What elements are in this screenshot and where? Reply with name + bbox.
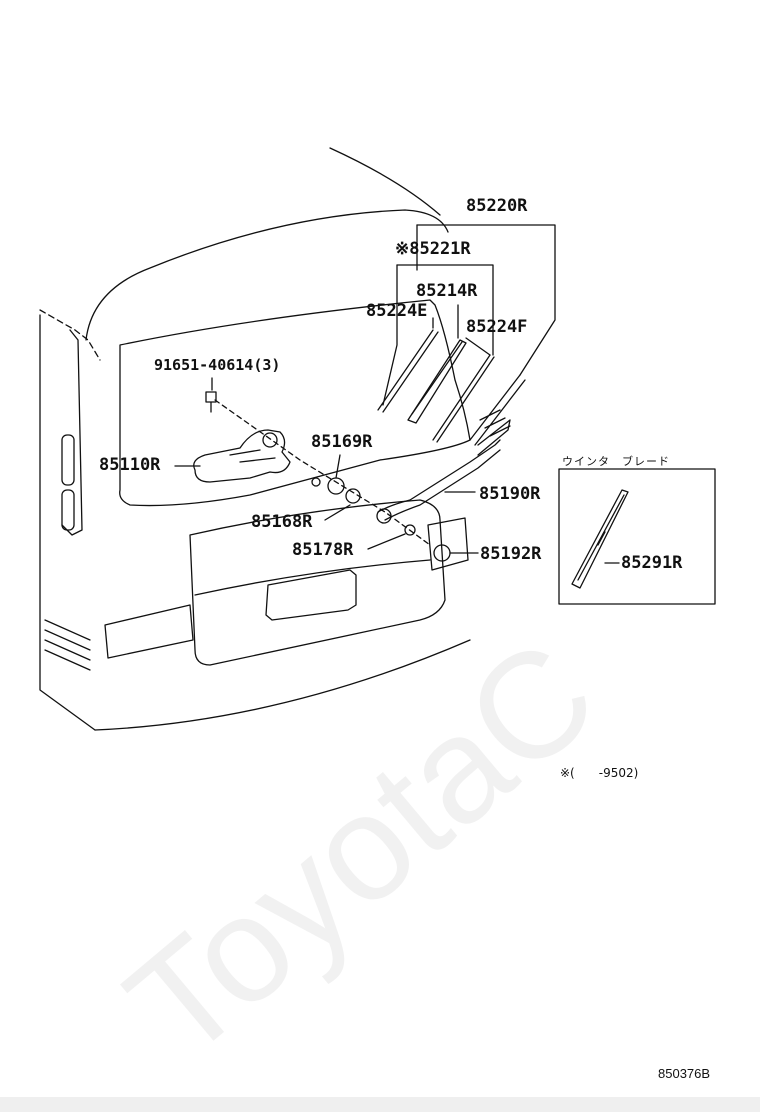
bracket-85221R-left bbox=[382, 264, 398, 406]
wiper-motor-detail bbox=[229, 449, 276, 463]
bolt-icon bbox=[205, 391, 217, 413]
wiper-arm-tip bbox=[477, 419, 511, 456]
side-marker-1 bbox=[61, 434, 75, 486]
leader-85169R bbox=[335, 454, 341, 479]
label-85214R: 85214R bbox=[416, 281, 478, 301]
vehicle-rear-pillar bbox=[61, 329, 83, 536]
label-85190R: 85190R bbox=[479, 484, 541, 504]
license-plate-lamp bbox=[265, 569, 357, 621]
vehicle-roof-edge bbox=[329, 147, 441, 216]
washer-85168R bbox=[345, 488, 361, 504]
inset-title: ウインタ ブレード bbox=[562, 455, 670, 468]
label-85192R: 85192R bbox=[480, 544, 542, 564]
mounting-axis bbox=[214, 399, 431, 546]
label-85224F: 85224F bbox=[466, 317, 528, 337]
leader-85224F bbox=[465, 337, 491, 356]
winter-blade-inset bbox=[558, 468, 716, 605]
blade-85224F bbox=[432, 354, 495, 443]
label-85110R: 85110R bbox=[99, 455, 161, 475]
label-85178R: 85178R bbox=[292, 540, 354, 560]
side-marker-2 bbox=[61, 489, 75, 531]
blade-85220R-assembly bbox=[469, 374, 526, 446]
wiper-motor bbox=[193, 429, 291, 483]
label-85169R: 85169R bbox=[311, 432, 373, 452]
footnote: ※( -9502) bbox=[560, 766, 639, 780]
label-85224E: 85224E bbox=[366, 301, 428, 321]
rear-light-right bbox=[427, 517, 469, 571]
wiper-arm-head bbox=[376, 508, 392, 524]
winter-blade bbox=[571, 489, 629, 589]
rear-light-left bbox=[104, 604, 194, 659]
bottom-bar bbox=[0, 1097, 760, 1112]
figure-id: 850376B bbox=[658, 1066, 711, 1081]
label-85220R: 85220R bbox=[466, 196, 528, 216]
license-plate-recess bbox=[194, 559, 431, 596]
label-85168R: 85168R bbox=[251, 512, 313, 532]
blade-85214R-inner bbox=[411, 341, 463, 415]
blade-85224E bbox=[377, 329, 439, 413]
vehicle-lower-body bbox=[94, 639, 471, 731]
cap-85178R bbox=[404, 524, 416, 536]
side-vents bbox=[44, 619, 91, 671]
seal-small bbox=[311, 477, 321, 487]
rear-window bbox=[119, 299, 471, 507]
leader-85178R bbox=[367, 533, 406, 550]
blade-85214R bbox=[407, 339, 467, 424]
label-85221R: ※85221R bbox=[395, 239, 471, 259]
label-91651-40614: 91651-40614(3) bbox=[154, 356, 281, 374]
vehicle-roof-line bbox=[85, 209, 449, 341]
tailgate-panel bbox=[189, 499, 446, 666]
bracket-85221R bbox=[396, 264, 494, 356]
bracket-85220R bbox=[416, 224, 556, 376]
label-85291R: 85291R bbox=[621, 553, 683, 573]
leader-85168R bbox=[324, 504, 351, 521]
wiper-motor-shaft bbox=[262, 432, 278, 448]
vehicle-side-panel bbox=[39, 314, 96, 731]
vehicle-body-outline bbox=[39, 309, 101, 361]
